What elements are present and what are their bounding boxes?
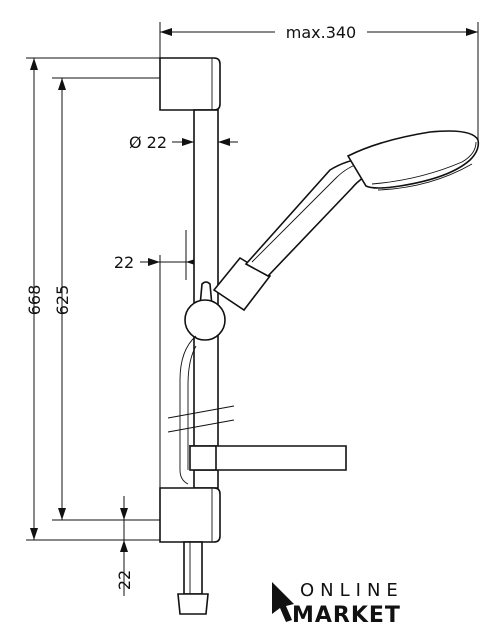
bottom-offset-dimension: 22: [115, 496, 134, 596]
bottom-offset-label: 22: [115, 570, 134, 590]
logo-line-2: MARKET: [292, 603, 401, 628]
wall-offset-dimension: 22: [114, 230, 200, 490]
shower-rail: [159, 57, 347, 615]
rail-height-label: 625: [53, 285, 72, 316]
cursor-arrow-icon: [272, 582, 294, 622]
height-dimensions: 668 625: [25, 57, 200, 541]
bar-diameter-label: Ø 22: [129, 133, 167, 152]
hand-shower: [212, 130, 480, 312]
width-dimension: max.340: [159, 22, 479, 140]
total-height-label: 668: [25, 285, 44, 316]
bar-diameter-dimension: Ø 22: [129, 133, 238, 152]
online-market-logo: ONLINE MARKET: [272, 580, 404, 628]
wall-offset-label: 22: [114, 253, 134, 272]
width-max-label: max.340: [286, 23, 356, 42]
logo-line-1: ONLINE: [300, 580, 404, 601]
